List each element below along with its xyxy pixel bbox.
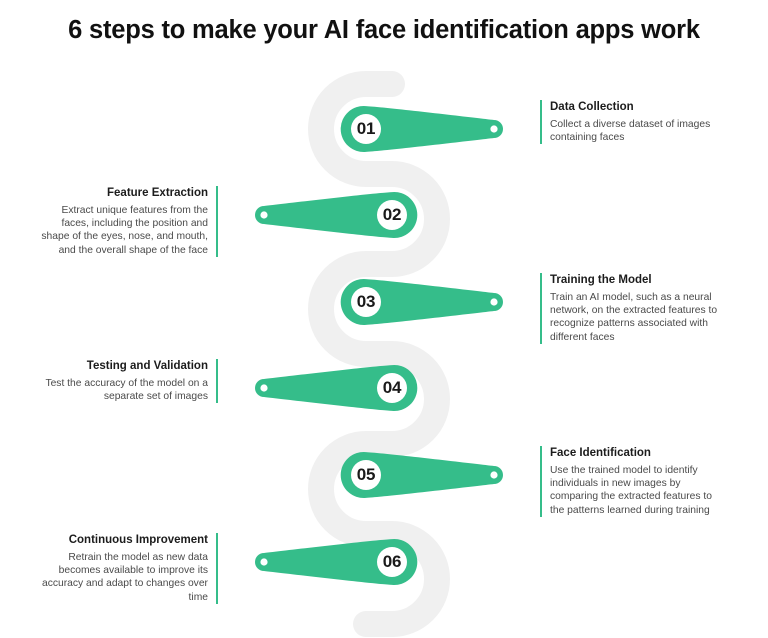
step-heading-04: Testing and Validation xyxy=(86,360,208,372)
step-body-03: Train an AI model, such as a neural netw… xyxy=(550,292,718,343)
step-connector-05 xyxy=(340,452,503,498)
step-divider-03 xyxy=(540,273,542,344)
step-body-04: Test the accuracy of the model on a sepa… xyxy=(45,378,208,403)
step-number-03: 03 xyxy=(356,292,376,311)
step-divider-01 xyxy=(540,100,542,144)
step-connector-03 xyxy=(340,279,503,325)
step-divider-05 xyxy=(540,446,542,517)
step-number-04: 04 xyxy=(382,378,402,397)
step-divider-02 xyxy=(216,186,218,257)
step-divider-06 xyxy=(216,533,218,604)
step-number-01: 01 xyxy=(356,119,376,138)
step-heading-06: Continuous Improvement xyxy=(68,534,208,546)
step-connector-06 xyxy=(255,539,418,585)
step-connector-01 xyxy=(340,106,503,152)
step-heading-01: Data Collection xyxy=(550,101,634,113)
step-body-02: Extract unique features from the faces, … xyxy=(41,205,208,256)
page-title: 6 steps to make your AI face identificat… xyxy=(68,16,700,44)
step-number-05: 05 xyxy=(356,465,376,484)
step-body-06: Retrain the model as new data becomes av… xyxy=(41,552,208,603)
step-heading-03: Training the Model xyxy=(550,274,652,286)
step-heading-02: Feature Extraction xyxy=(107,187,208,199)
step-divider-04 xyxy=(216,359,218,403)
step-number-02: 02 xyxy=(382,205,402,224)
step-connector-02 xyxy=(255,192,418,238)
step-body-01: Collect a diverse dataset of images cont… xyxy=(550,119,711,144)
step-connector-04 xyxy=(255,365,418,411)
step-heading-05: Face Identification xyxy=(550,447,651,459)
step-number-06: 06 xyxy=(382,552,402,571)
step-body-05: Use the trained model to identify indivi… xyxy=(550,465,712,516)
